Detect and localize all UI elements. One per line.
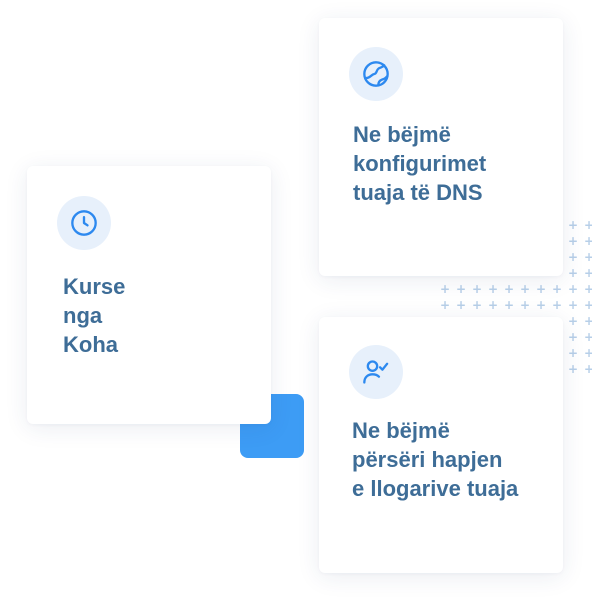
card-title-line: nga bbox=[63, 303, 103, 328]
dot-plus: + bbox=[440, 282, 451, 296]
card-title-line: Koha bbox=[63, 332, 118, 357]
feature-card-dns-config: Ne bëjmë konfigurimet tuaja të DNS bbox=[319, 18, 563, 276]
dot-plus: + bbox=[488, 282, 499, 296]
dot-plus: + bbox=[568, 362, 579, 376]
dot-plus: + bbox=[568, 282, 579, 296]
icon-badge bbox=[349, 47, 403, 101]
dot-plus: + bbox=[552, 282, 563, 296]
dot-plus: + bbox=[536, 298, 547, 312]
dot-plus: + bbox=[584, 314, 592, 328]
dot-plus: + bbox=[568, 298, 579, 312]
dot-plus: + bbox=[568, 346, 579, 360]
dot-plus: + bbox=[536, 282, 547, 296]
feature-card-course-time: Kurse nga Koha bbox=[27, 166, 271, 424]
icon-badge bbox=[349, 345, 403, 399]
dot-plus: + bbox=[456, 298, 467, 312]
card-title-line: tuaja të DNS bbox=[353, 180, 483, 205]
dot-plus: + bbox=[504, 282, 515, 296]
card-title: Ne bëjmë përsëri hapjen e llogarive tuaj… bbox=[352, 416, 518, 503]
card-title-line: Kurse bbox=[63, 274, 126, 299]
card-title-line: konfigurimet bbox=[353, 151, 487, 176]
feature-card-account-reopen: Ne bëjmë përsëri hapjen e llogarive tuaj… bbox=[319, 317, 563, 573]
dot-plus: + bbox=[520, 298, 531, 312]
dot-plus: + bbox=[584, 362, 592, 376]
dot-plus: + bbox=[520, 282, 531, 296]
dot-plus: + bbox=[584, 330, 592, 344]
dot-plus: + bbox=[584, 234, 592, 248]
dot-plus: + bbox=[568, 314, 579, 328]
dot-plus: + bbox=[440, 298, 451, 312]
globe-icon bbox=[363, 61, 389, 87]
dot-plus: + bbox=[568, 330, 579, 344]
icon-badge bbox=[57, 196, 111, 250]
dot-plus: + bbox=[472, 298, 483, 312]
dot-plus: + bbox=[472, 282, 483, 296]
dot-plus: + bbox=[568, 234, 579, 248]
dot-plus: + bbox=[584, 298, 592, 312]
dot-plus: + bbox=[584, 218, 592, 232]
dot-plus: + bbox=[584, 346, 592, 360]
dot-plus: + bbox=[568, 250, 579, 264]
dot-plus: + bbox=[584, 266, 592, 280]
dot-plus: + bbox=[552, 298, 563, 312]
card-title-line: Ne bëjmë bbox=[352, 418, 450, 443]
clock-icon bbox=[71, 210, 97, 236]
card-title-line: e llogarive tuaja bbox=[352, 476, 519, 501]
card-title-line: përsëri hapjen bbox=[352, 447, 503, 472]
dot-plus: + bbox=[584, 250, 592, 264]
card-title-line: Ne bëjmë bbox=[353, 122, 451, 147]
card-title: Kurse nga Koha bbox=[63, 272, 125, 359]
dot-plus: + bbox=[568, 218, 579, 232]
dot-plus: + bbox=[584, 282, 592, 296]
dot-plus: + bbox=[504, 298, 515, 312]
card-title: Ne bëjmë konfigurimet tuaja të DNS bbox=[353, 120, 486, 207]
dot-plus: + bbox=[488, 298, 499, 312]
user-check-icon bbox=[363, 360, 389, 384]
dot-plus: + bbox=[568, 266, 579, 280]
dot-plus: + bbox=[456, 282, 467, 296]
